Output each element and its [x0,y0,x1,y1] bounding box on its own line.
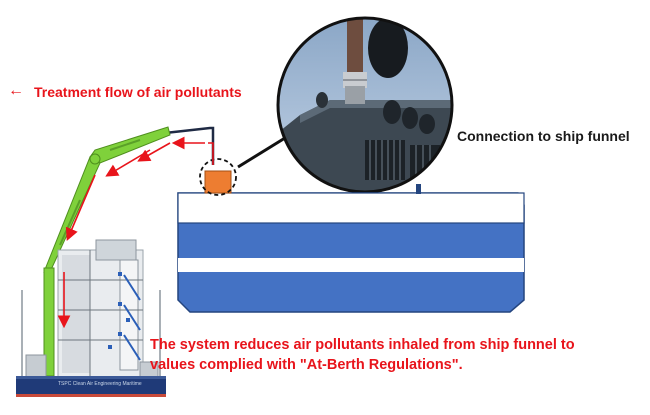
flow-feed-line [208,142,214,165]
funnel-connector-unit [204,170,232,194]
barge-tank [177,184,525,313]
connection-label: Connection to ship funnel [457,128,630,144]
scrubber-tower [21,239,161,380]
funnel-photo-inset [276,16,454,194]
description-line-1: The system reduces air pollutants inhale… [150,337,575,353]
connection-highlight [199,158,237,196]
vessel-hull [16,376,166,397]
legend-arrow-icon: ← [8,82,24,99]
callout-line [237,136,286,169]
legend-label: Treatment flow of air pollutants [34,84,242,100]
crane-arm [43,126,215,377]
description-line-2: values complied with "At-Berth Regulatio… [150,357,463,373]
treatment-flow-arrows [57,136,205,329]
hull-name-text: TSPC Clean Air Engineering Maritime [58,381,142,387]
description-text: The system reduces air pollutants inhale… [150,335,575,375]
